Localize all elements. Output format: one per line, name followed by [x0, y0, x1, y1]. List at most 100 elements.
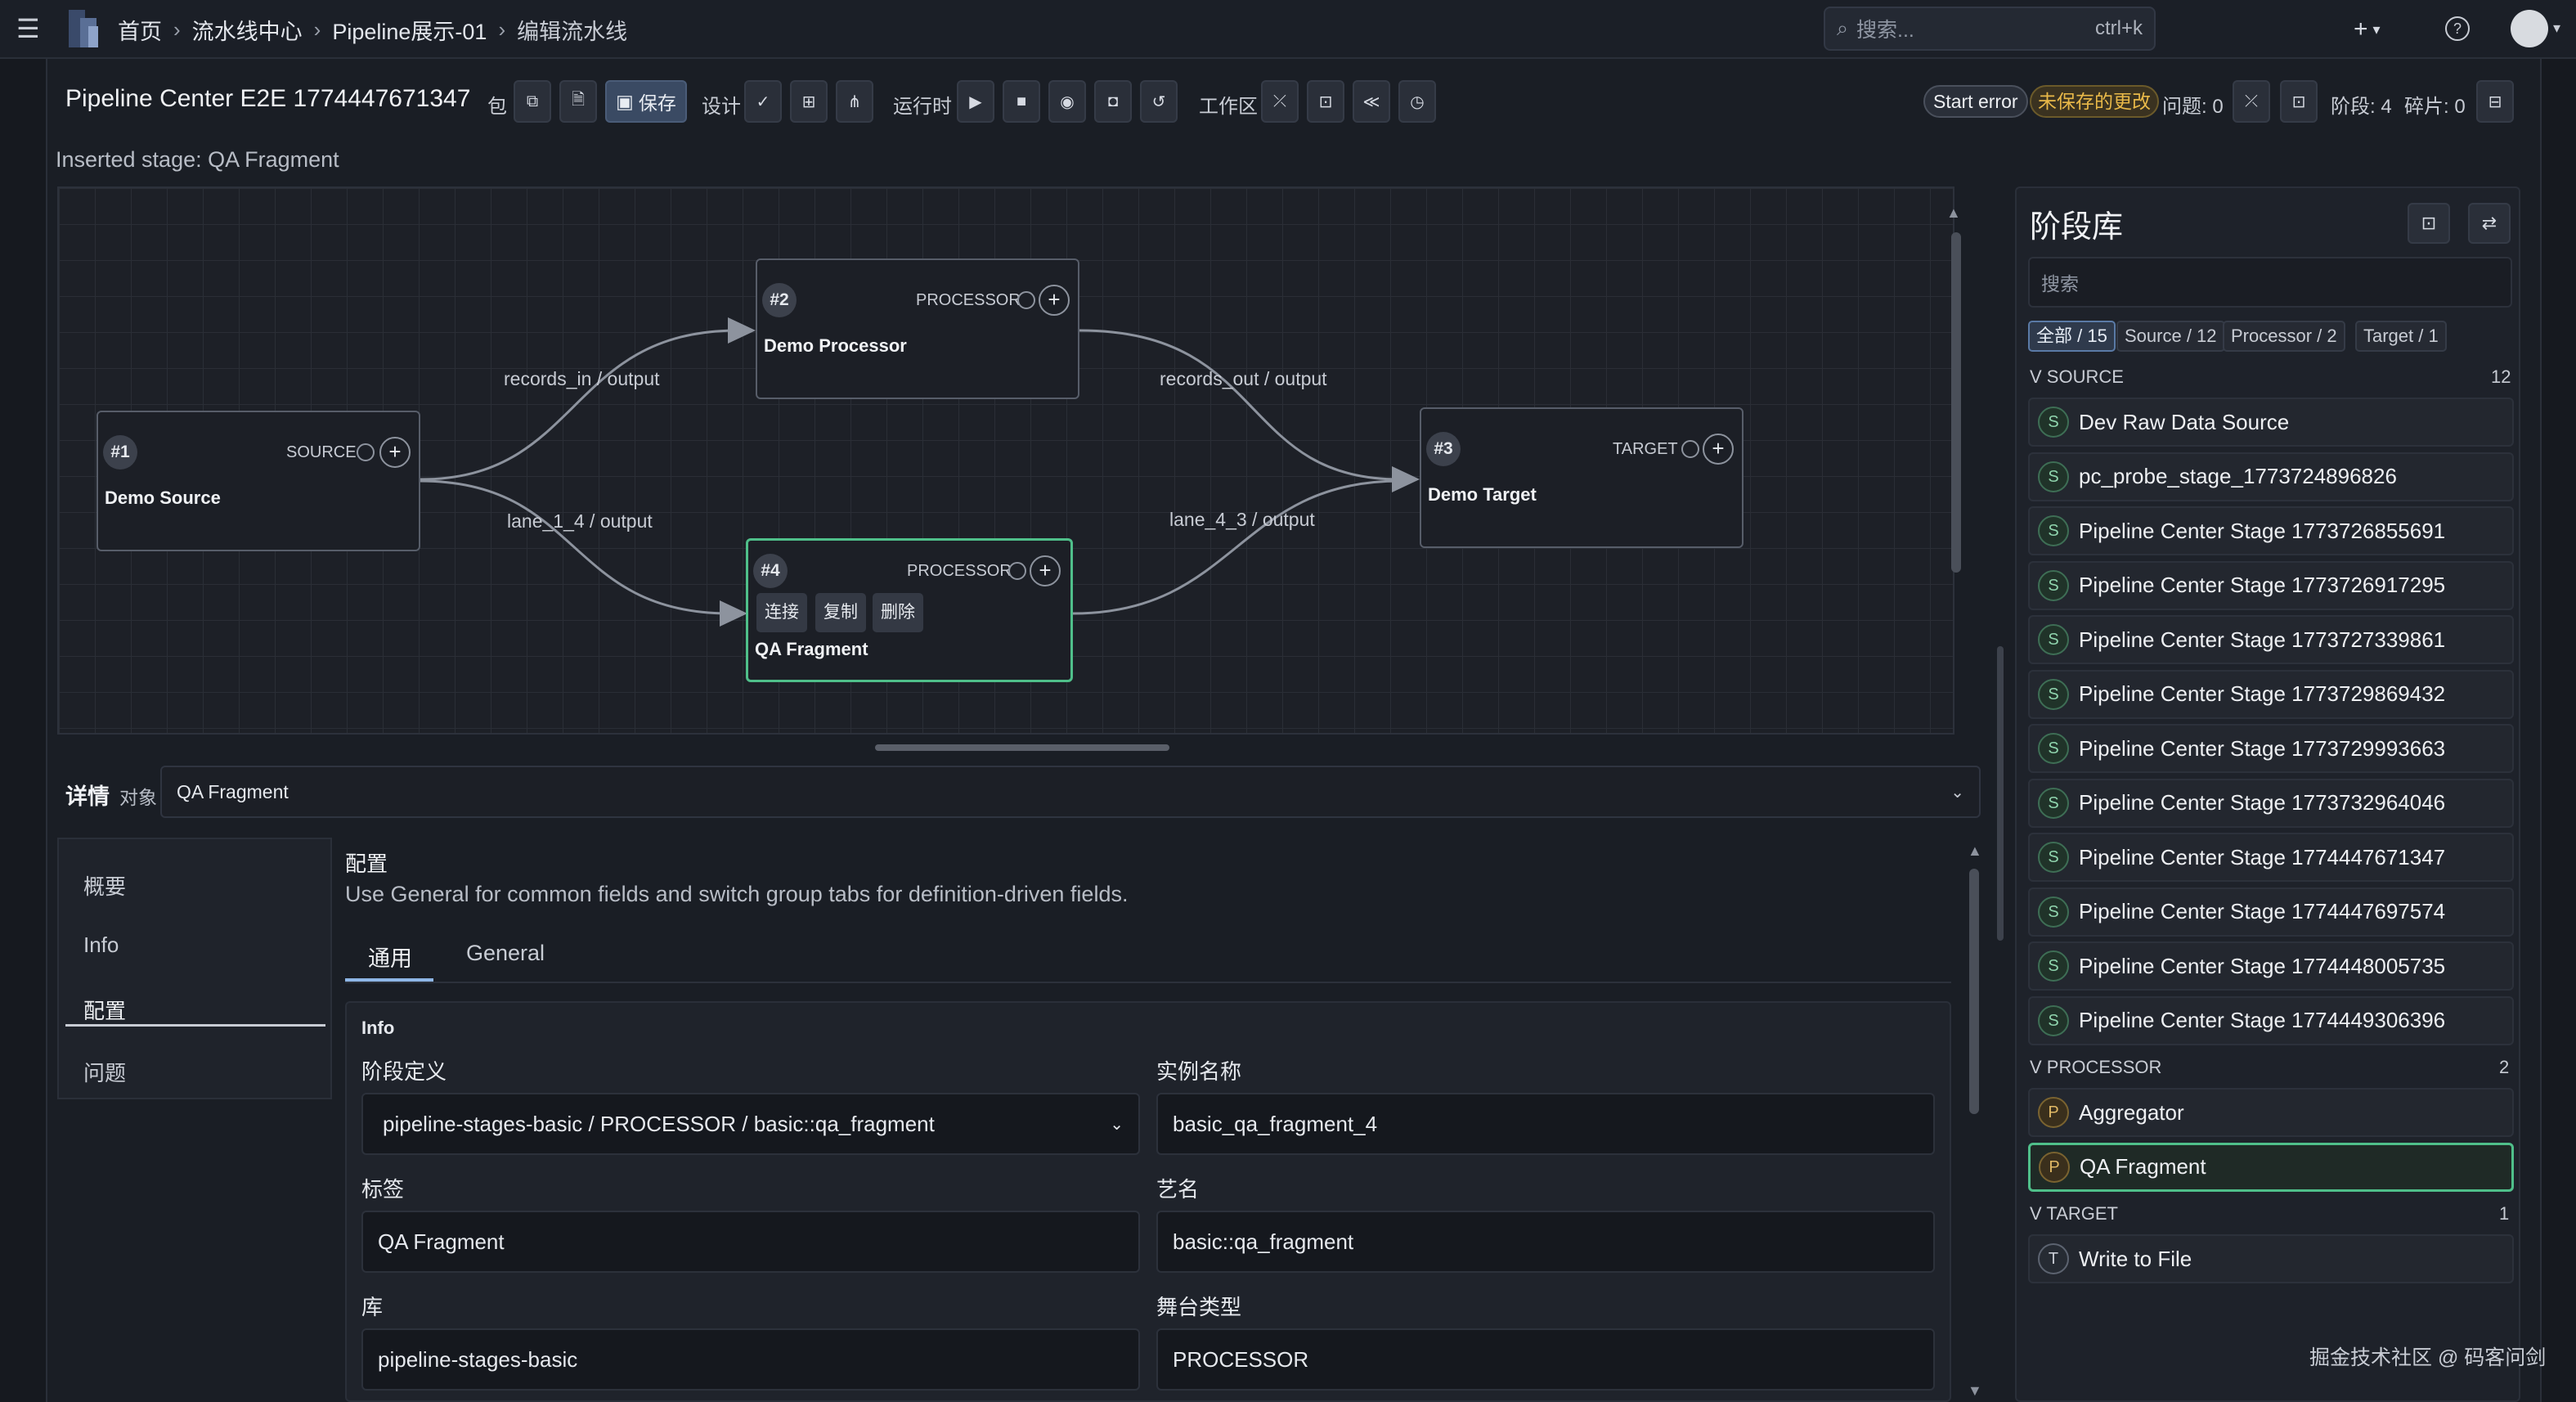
node-connect-button[interactable]: 连接 — [756, 593, 807, 632]
node-port[interactable] — [1017, 291, 1035, 309]
arrow-head — [728, 317, 756, 344]
node-port[interactable] — [357, 443, 375, 461]
library-group-header[interactable]: V TARGET — [2030, 1203, 2118, 1224]
scroll-up-icon[interactable]: ▲ — [1968, 843, 1982, 859]
caret-down-icon[interactable]: ▾ — [2553, 20, 2561, 36]
fit-view-icon[interactable]: ⊡ — [1307, 80, 1344, 123]
node-delete-button[interactable]: 删除 — [873, 593, 923, 632]
breadcrumb-pipeline[interactable]: Pipeline展示-01 — [332, 19, 487, 44]
auto-layout-icon[interactable]: ⋔ — [836, 80, 873, 123]
panel-resize-scrollbar[interactable] — [1997, 646, 2004, 941]
definition-select[interactable]: pipeline-stages-basic / PROCESSOR / basi… — [361, 1093, 1140, 1155]
form-vscrollbar[interactable] — [1969, 869, 1979, 1114]
filter-chip-source[interactable]: Source / 12 — [2116, 321, 2225, 352]
tab-divider — [345, 982, 1951, 983]
search-input[interactable]: 搜索... — [1856, 19, 1914, 42]
stage-kind-badge: S — [2038, 461, 2069, 492]
node-port[interactable] — [1008, 562, 1026, 580]
clock-icon[interactable]: ◷ — [1398, 80, 1436, 123]
library-group-header[interactable]: V SOURCE — [2030, 366, 2124, 387]
instance-name-field[interactable]: basic_qa_fragment_4 — [1156, 1093, 1935, 1155]
stage-type-field[interactable]: PROCESSOR — [1156, 1328, 1935, 1391]
canvas-vscrollbar[interactable] — [1951, 232, 1961, 573]
node-copy-button[interactable]: 复制 — [815, 593, 866, 632]
add-stage-icon[interactable]: ⊞ — [790, 80, 828, 123]
node-add-button[interactable]: + — [379, 437, 411, 468]
node-name: QA Fragment — [755, 639, 868, 659]
library-item-label: Aggregator — [2079, 1099, 2184, 1125]
create-menu-button[interactable]: + ▾ — [2354, 11, 2403, 47]
library-field[interactable]: pipeline-stages-basic — [361, 1328, 1140, 1391]
node-demo-source[interactable]: #1 SOURCE + Demo Source — [96, 411, 420, 551]
fit-view-icon[interactable]: ⊡ — [2280, 80, 2318, 123]
nav-info[interactable]: Info — [83, 932, 119, 957]
node-demo-processor[interactable]: #2 PROCESSOR + Demo Processor — [756, 258, 1079, 399]
node-port[interactable] — [1681, 440, 1699, 458]
align-icon[interactable]: ≪ — [1353, 80, 1390, 123]
filter-chip-processor[interactable]: Processor / 2 — [2223, 321, 2345, 352]
validate-icon[interactable]: ✓ — [744, 80, 782, 123]
history-icon[interactable]: ↺ — [1140, 80, 1178, 123]
filter-chip-all[interactable]: 全部 / 15 — [2028, 321, 2116, 352]
import-icon[interactable]: ⧉ — [514, 80, 551, 123]
tab-common[interactable]: 通用 — [368, 946, 412, 971]
tag-field[interactable]: QA Fragment — [361, 1211, 1140, 1273]
breadcrumb-center[interactable]: 流水线中心 — [191, 19, 303, 44]
collapse-icon[interactable]: ⤫ — [1261, 80, 1299, 123]
node-add-button[interactable]: + — [1039, 285, 1070, 316]
library-search-input[interactable]: 搜索 — [2028, 257, 2512, 308]
breadcrumb-home[interactable]: 首页 — [118, 19, 162, 44]
start-error-badge[interactable]: Start error — [1923, 85, 2028, 118]
menu-icon[interactable]: ☰ — [16, 14, 40, 43]
object-select[interactable]: QA Fragment ⌄ — [160, 766, 1981, 818]
node-demo-target[interactable]: #3 TARGET + Demo Target — [1420, 407, 1744, 548]
save-button[interactable]: ▣ 保存 — [605, 80, 687, 123]
scroll-down-icon[interactable]: ▼ — [1968, 1382, 1982, 1399]
preview-eye-icon[interactable]: ◉ — [1048, 80, 1086, 123]
file-icon[interactable]: 🗎 — [559, 80, 597, 123]
nav-overview[interactable]: 概要 — [83, 874, 127, 899]
nav-issues[interactable]: 问题 — [83, 1061, 127, 1085]
library-group-header[interactable]: V PROCESSOR — [2030, 1057, 2162, 1077]
canvas-hscrollbar[interactable] — [875, 744, 1169, 751]
tab-general[interactable]: General — [466, 941, 545, 965]
node-add-button[interactable]: + — [1703, 434, 1734, 465]
scroll-up-icon[interactable]: ▲ — [1946, 204, 1961, 221]
collapse-icon[interactable]: ⤫ — [2233, 80, 2270, 123]
swap-icon[interactable]: ⇄ — [2468, 203, 2511, 244]
form-section-title: Info — [361, 1018, 395, 1038]
save-icon: ▣ — [616, 90, 634, 112]
node-add-button[interactable]: + — [1030, 555, 1061, 586]
fit-view-icon[interactable]: ⊡ — [2408, 203, 2450, 244]
play-icon[interactable]: ▶ — [957, 80, 994, 123]
stop-icon[interactable]: ■ — [1003, 80, 1040, 123]
node-id: #3 — [1426, 432, 1461, 466]
avatar[interactable] — [2511, 10, 2548, 47]
global-search[interactable]: ⌕ 搜索... ctrl+k — [1824, 7, 2156, 51]
alias-field[interactable]: basic::qa_fragment — [1156, 1211, 1935, 1273]
snapshot-camera-icon[interactable]: ◘ — [1094, 80, 1132, 123]
panel-toggle-icon[interactable]: ⊟ — [2476, 80, 2514, 123]
help-icon[interactable]: ? — [2445, 16, 2470, 41]
filter-chip-target[interactable]: Target / 1 — [2355, 321, 2447, 352]
nav-config[interactable]: 配置 — [83, 999, 127, 1023]
status-message: Inserted stage: QA Fragment — [56, 147, 339, 172]
node-type: PROCESSOR — [907, 562, 1012, 580]
node-qa-fragment[interactable]: #4 PROCESSOR + 连接 复制 删除 QA Fragment — [746, 538, 1073, 682]
pipeline-canvas[interactable]: records_in / output records_out / output… — [57, 186, 1954, 735]
